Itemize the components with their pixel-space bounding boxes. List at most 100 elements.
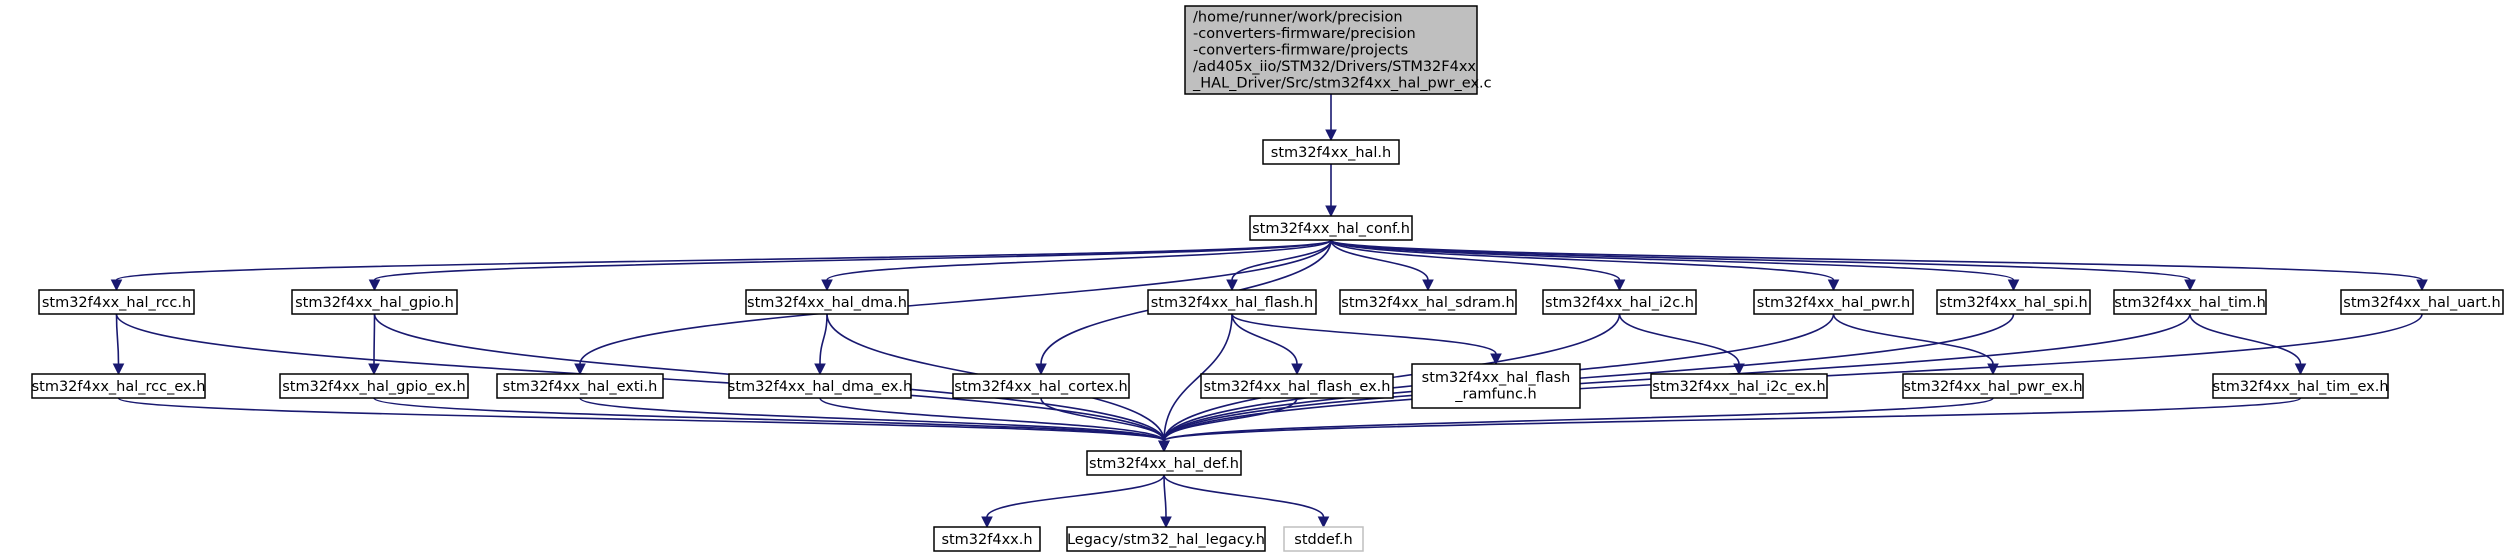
node-dma-ex[interactable]: stm32f4xx_hal_dma_ex.h [728, 373, 912, 399]
arrow-conf-to-gpio [368, 279, 381, 292]
edge-exti-to-def [579, 397, 1165, 442]
node-box [1411, 363, 1581, 409]
edge-flash-to-def [1163, 313, 1233, 442]
arrow-flash-to-flash_ramfunc [1490, 353, 1502, 366]
node-label: stddef.h [1294, 532, 1352, 548]
arrow-conf-to-cortex [1035, 363, 1047, 376]
node-label: stm32f4xx_hal_exti.h [503, 379, 658, 395]
node-label: stm32f4xx_hal_sdram.h [1341, 295, 1514, 311]
node-label: stm32f4xx_hal_gpio.h [295, 295, 454, 311]
node-box [496, 373, 664, 399]
node-spi[interactable]: stm32f4xx_hal_spi.h [1936, 289, 2091, 315]
arrow-conf-to-rcc [110, 279, 123, 292]
arrow-root-to-hal [1325, 129, 1337, 142]
edge-conf-to-tim [1330, 239, 2191, 281]
node-tim-ex[interactable]: stm32f4xx_hal_tim_ex.h [2212, 373, 2389, 399]
node-tim[interactable]: stm32f4xx_hal_tim.h [2113, 289, 2267, 315]
edge-pwr-to-pwr_ex [1832, 313, 1994, 365]
edge-conf-to-rcc [115, 239, 1332, 281]
node-box [728, 373, 912, 399]
node-box [2113, 289, 2267, 315]
node-gpio[interactable]: stm32f4xx_hal_gpio.h [291, 289, 458, 315]
node-uart[interactable]: stm32f4xx_hal_uart.h [2340, 289, 2504, 315]
node-rcc-ex[interactable]: stm32f4xx_hal_rcc_ex.h [31, 373, 206, 399]
node-exti[interactable]: stm32f4xx_hal_exti.h [496, 373, 664, 399]
edge-rcc_ex-to-def [117, 397, 1165, 442]
edge-i2c-to-i2c_ex [1618, 313, 1740, 365]
node-hal[interactable]: stm32f4xx_hal.h [1262, 139, 1400, 165]
node-flash-ex[interactable]: stm32f4xx_hal_flash_ex.h [1200, 373, 1394, 399]
node-box [31, 373, 206, 399]
arrow-gpio-to-gpio_ex [368, 363, 380, 376]
node-legacy[interactable]: Legacy/stm32_hal_legacy.h [1066, 526, 1266, 552]
node-label-line: -converters-firmware/precision [1193, 26, 1416, 42]
node-dma[interactable]: stm32f4xx_hal_dma.h [745, 289, 909, 315]
node-sdram[interactable]: stm32f4xx_hal_sdram.h [1339, 289, 1517, 315]
arrow-conf-to-tim [2184, 279, 2196, 292]
node-flash[interactable]: stm32f4xx_hal_flash.h [1147, 289, 1317, 315]
edge-def-to-stm32f4xx [986, 474, 1165, 518]
node-i2c-ex[interactable]: stm32f4xx_hal_i2c_ex.h [1650, 373, 1828, 399]
node-label: stm32f4xx_hal_i2c_ex.h [1652, 379, 1825, 395]
node-label: stm32f4xx_hal_pwr.h [1757, 295, 1910, 311]
node-rcc[interactable]: stm32f4xx_hal_rcc.h [38, 289, 195, 315]
arrow-def-to-legacy [1160, 516, 1172, 529]
edge-conf-to-i2c [1330, 239, 1621, 281]
edge-dma-to-dma_ex [819, 313, 828, 365]
node-label: stm32f4xx_hal_dma_ex.h [728, 379, 912, 395]
node-box [933, 526, 1041, 552]
node-box [1339, 289, 1517, 315]
node-conf[interactable]: stm32f4xx_hal_conf.h [1249, 215, 1413, 241]
node-label-line: stm32f4xx_hal_flash [1422, 370, 1571, 386]
node-label: stm32f4xx_hal_spi.h [1939, 295, 2088, 311]
node-label: stm32f4xx_hal_uart.h [2343, 295, 2500, 311]
node-label: stm32f4xx_hal_gpio_ex.h [282, 379, 466, 395]
node-flash-ramfunc[interactable]: stm32f4xx_hal_flash_ramfunc.h [1411, 363, 1581, 409]
edge-conf-to-exti [579, 239, 1332, 365]
edge-tim-to-tim_ex [2189, 313, 2302, 365]
node-box [291, 289, 458, 315]
edge-conf-to-uart [1330, 239, 2423, 281]
node-label: stm32f4xx_hal_tim_ex.h [2212, 379, 2388, 395]
node-label: stm32f4xx_hal.h [1271, 145, 1391, 161]
edge-gpio-to-gpio_ex [373, 313, 376, 365]
node-stm32f4xx[interactable]: stm32f4xx.h [933, 526, 1041, 552]
edge-conf-to-spi [1330, 239, 2015, 281]
edge-spi-to-def [1163, 313, 2015, 442]
node-box [952, 373, 1130, 399]
node-box [1902, 373, 2084, 399]
edge-conf-to-flash [1231, 239, 1332, 281]
node-box [1086, 450, 1242, 476]
node-label: stm32f4xx_hal_tim.h [2114, 295, 2266, 311]
node-box [279, 373, 469, 399]
node-i2c[interactable]: stm32f4xx_hal_i2c.h [1542, 289, 1697, 315]
node-label-line: -converters-firmware/projects [1193, 42, 1408, 58]
node-label: stm32f4xx_hal_dma.h [747, 295, 907, 311]
node-cortex[interactable]: stm32f4xx_hal_cortex.h [952, 373, 1130, 399]
arrow-dma-to-dma_ex [814, 363, 826, 376]
node-box [1249, 215, 1413, 241]
node-def[interactable]: stm32f4xx_hal_def.h [1086, 450, 1242, 476]
edge-conf-to-sdram [1330, 239, 1429, 281]
arrow-conf-to-dma [821, 279, 833, 292]
arrow-uart-to-def [1158, 440, 1170, 453]
arrow-hal-to-conf [1325, 205, 1337, 218]
edge-def-to-stddef [1163, 474, 1325, 518]
node-stddef[interactable]: stddef.h [1283, 526, 1364, 552]
node-label: stm32f4xx_hal_i2c.h [1545, 295, 1694, 311]
arrow-conf-to-uart [2416, 279, 2428, 292]
nodes: /home/runner/work/precision-converters-f… [31, 5, 2504, 552]
arrow-conf-to-sdram [1422, 279, 1434, 292]
arrow-conf-to-spi [2007, 279, 2020, 292]
node-root[interactable]: /home/runner/work/precision-converters-f… [1184, 5, 1492, 95]
node-pwr[interactable]: stm32f4xx_hal_pwr.h [1753, 289, 1914, 315]
edge-gpio_ex-to-def [373, 397, 1165, 442]
node-label: stm32f4xx_hal_rcc.h [42, 295, 191, 311]
arrow-rcc-to-rcc_ex [112, 363, 125, 376]
node-pwr-ex[interactable]: stm32f4xx_hal_pwr_ex.h [1902, 373, 2084, 399]
arrow-conf-to-pwr [1827, 279, 1840, 292]
node-gpio-ex[interactable]: stm32f4xx_hal_gpio_ex.h [279, 373, 469, 399]
arrow-def-to-stm32f4xx [981, 516, 993, 529]
edge-dma_ex-to-def [819, 397, 1165, 442]
